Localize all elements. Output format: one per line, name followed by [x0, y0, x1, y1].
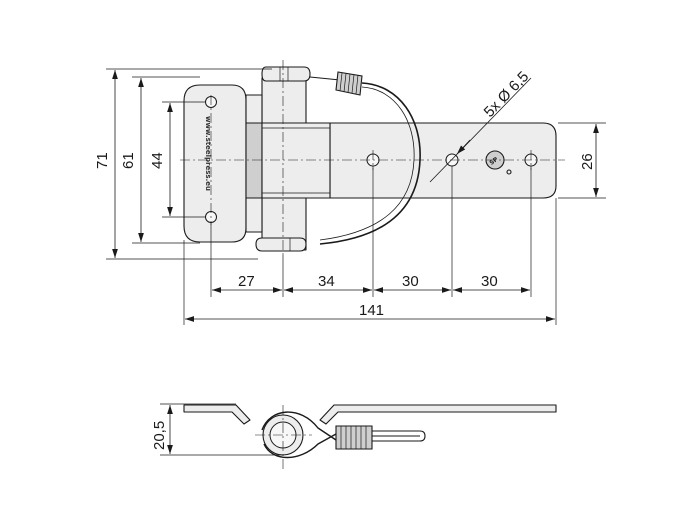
svg-text:141: 141 [359, 302, 384, 319]
svg-text:34: 34 [318, 273, 335, 290]
top-view: www.steelpress.eu SP [94, 60, 606, 325]
svg-text:26: 26 [579, 153, 596, 170]
dim-plate-width: 26 [558, 122, 606, 199]
svg-text:SP: SP [488, 156, 500, 167]
svg-text:71: 71 [94, 152, 111, 169]
dim-hole-spacing: 44 [149, 101, 205, 218]
barrel-pin-bottom [255, 237, 307, 252]
svg-text:5x Ø 6,5: 5x Ø 6,5 [481, 68, 533, 121]
svg-text:61: 61 [120, 152, 137, 169]
latch-front [261, 122, 331, 199]
side-view: 20,5 [151, 403, 557, 470]
dim-length-overall: 141 [185, 302, 555, 322]
dim-height-overall: 71 [94, 68, 272, 260]
dim-span-4: 30 [453, 273, 530, 293]
latch-body [245, 122, 263, 199]
dim-side-height: 20,5 [151, 403, 283, 456]
svg-text:30: 30 [402, 273, 419, 290]
svg-text:20,5: 20,5 [151, 421, 168, 450]
spring-top [335, 71, 363, 96]
side-hinge-plate [183, 404, 251, 425]
strap-plate [329, 122, 557, 199]
dim-span-1: 27 [212, 273, 282, 293]
wire-loop-inner [319, 86, 415, 241]
side-spring [335, 425, 373, 450]
dim-span-2: 34 [284, 273, 372, 293]
dim-height-holes: 61 [120, 76, 200, 244]
svg-text:44: 44 [149, 152, 166, 169]
svg-text:30: 30 [481, 273, 498, 290]
dim-span-3: 30 [374, 273, 451, 293]
engraving-text: www.steelpress.eu [204, 116, 212, 191]
barrel-pin-top [261, 66, 311, 82]
side-strap [319, 404, 557, 425]
hinge-plate [183, 84, 247, 243]
svg-text:27: 27 [238, 273, 255, 290]
